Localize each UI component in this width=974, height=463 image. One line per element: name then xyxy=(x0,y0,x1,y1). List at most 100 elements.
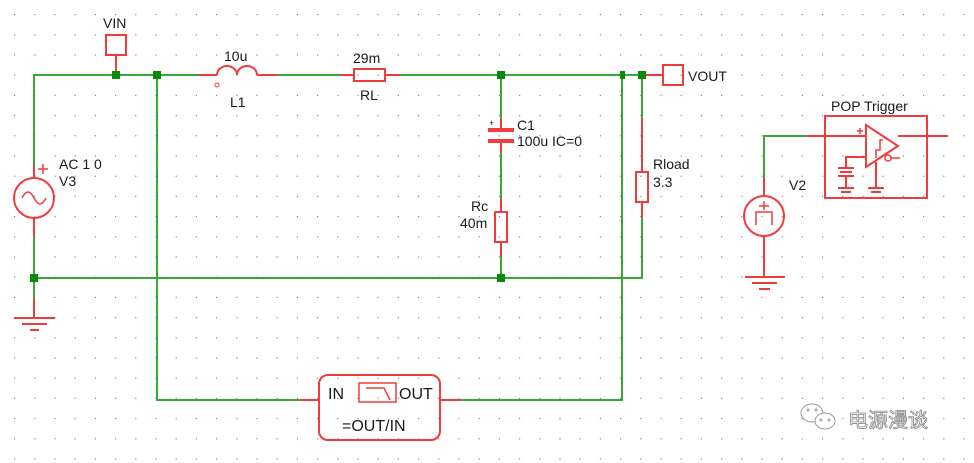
grid-dot xyxy=(478,418,480,420)
grid-dot xyxy=(660,216,662,218)
grid-dot xyxy=(822,115,824,117)
grid-dot xyxy=(377,155,379,157)
grid-dot xyxy=(418,135,420,137)
grid-dot xyxy=(498,135,500,137)
grid-dot xyxy=(94,34,96,36)
wechat-icon xyxy=(800,403,836,430)
grid-dot xyxy=(923,337,925,339)
vout-probe[interactable] xyxy=(644,64,684,86)
grid-dot xyxy=(14,458,16,460)
grid-dot xyxy=(640,357,642,359)
grid-dot xyxy=(761,34,763,36)
grid-dot xyxy=(519,14,521,16)
grid-dot xyxy=(357,54,359,56)
grid-dot xyxy=(498,54,500,56)
grid-dot xyxy=(943,296,945,298)
grid-dot xyxy=(539,216,541,218)
capacitor-c1[interactable]: + xyxy=(488,118,514,152)
grid-dot xyxy=(458,397,460,399)
grid-dot xyxy=(781,337,783,339)
resistor-rl[interactable] xyxy=(340,68,400,82)
wire-out-measure[interactable] xyxy=(460,75,623,401)
grid-dot xyxy=(397,357,399,359)
grid-dot xyxy=(660,175,662,177)
grid-dot xyxy=(236,195,238,197)
grid-dot xyxy=(781,216,783,218)
grid-dot xyxy=(115,175,117,177)
grid-dot xyxy=(357,94,359,96)
grid-dot xyxy=(498,337,500,339)
rload-ref: Rload xyxy=(653,156,690,172)
junction-dot xyxy=(30,274,38,282)
grid-dot xyxy=(559,296,561,298)
grid-dot xyxy=(539,438,541,440)
grid-dot xyxy=(801,195,803,197)
grid-dot xyxy=(801,54,803,56)
pulse-source-v2[interactable] xyxy=(743,178,785,290)
grid-dot xyxy=(882,94,884,96)
pop-trigger-block[interactable] xyxy=(806,115,948,199)
grid-dot xyxy=(882,418,884,420)
grid-dot xyxy=(842,34,844,36)
grid-dot xyxy=(801,438,803,440)
grid-dot xyxy=(963,337,965,339)
grid-dot xyxy=(620,256,622,258)
grid-dot xyxy=(862,14,864,16)
grid-dot xyxy=(14,74,16,76)
ac-source-v3[interactable] xyxy=(13,164,55,237)
grid-dot xyxy=(943,276,945,278)
grid-dot xyxy=(195,115,197,117)
grid-dot xyxy=(317,216,319,218)
grid-dot xyxy=(721,115,723,117)
grid-dot xyxy=(761,256,763,258)
grid-dot xyxy=(579,438,581,440)
grid-dot xyxy=(94,54,96,56)
inductor-l1[interactable] xyxy=(198,65,278,88)
grid-dot xyxy=(862,34,864,36)
grid-dot xyxy=(923,155,925,157)
grid-dot xyxy=(94,458,96,460)
grid-dot xyxy=(842,195,844,197)
wire-rload-bottom[interactable] xyxy=(34,217,643,279)
grid-dot xyxy=(276,54,278,56)
grid-dot xyxy=(539,195,541,197)
resistor-rc[interactable] xyxy=(494,198,508,256)
grid-dot xyxy=(660,94,662,96)
grid-dot xyxy=(741,216,743,218)
grid-dot xyxy=(377,296,379,298)
grid-dot xyxy=(822,34,824,36)
grid-dot xyxy=(923,276,925,278)
grid-dot xyxy=(175,175,177,177)
grid-dot xyxy=(761,54,763,56)
vin-probe[interactable] xyxy=(105,34,127,73)
grid-dot xyxy=(276,34,278,36)
grid-dot xyxy=(902,74,904,76)
wire-top-left[interactable] xyxy=(33,74,198,165)
grid-dot xyxy=(115,377,117,379)
grid-dot xyxy=(599,377,601,379)
grid-dot xyxy=(317,256,319,258)
grid-dot xyxy=(822,195,824,197)
grid-dot xyxy=(397,195,399,197)
grid-dot xyxy=(842,377,844,379)
grid-dot xyxy=(216,337,218,339)
wire-in-measure[interactable] xyxy=(156,75,300,401)
grid-dot xyxy=(519,438,521,440)
grid-dot xyxy=(963,458,965,460)
resistor-rload[interactable] xyxy=(635,118,649,217)
grid-dot xyxy=(115,14,117,16)
transfer-function-block[interactable] xyxy=(300,374,460,441)
grid-dot xyxy=(539,317,541,319)
grid-dot xyxy=(781,195,783,197)
grid-dot xyxy=(54,296,56,298)
wire-v2[interactable] xyxy=(763,135,806,178)
grid-dot xyxy=(337,14,339,16)
grid-dot xyxy=(54,14,56,16)
grid-dot xyxy=(276,236,278,238)
grid-dot xyxy=(377,34,379,36)
grid-dot xyxy=(458,377,460,379)
grid-dot xyxy=(680,216,682,218)
grid-dot xyxy=(317,34,319,36)
grid-dot xyxy=(700,14,702,16)
